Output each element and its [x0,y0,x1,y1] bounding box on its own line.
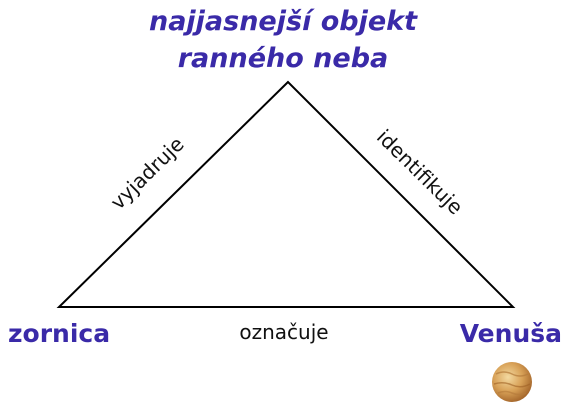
venus-planet-icon [492,362,532,402]
top-concept-label-line1: najjasnejší objekt [149,6,418,37]
left-concept-label: zornica [8,319,110,348]
edge-label-left: vyjadruje [106,132,189,214]
triangle-outline [56,80,516,308]
edge-label-right: identifikuje [372,125,468,220]
right-concept-label: Venuša [460,319,562,348]
edge-label-bottom: označuje [239,320,328,344]
top-concept-label-line2: ranného neba [178,43,389,74]
